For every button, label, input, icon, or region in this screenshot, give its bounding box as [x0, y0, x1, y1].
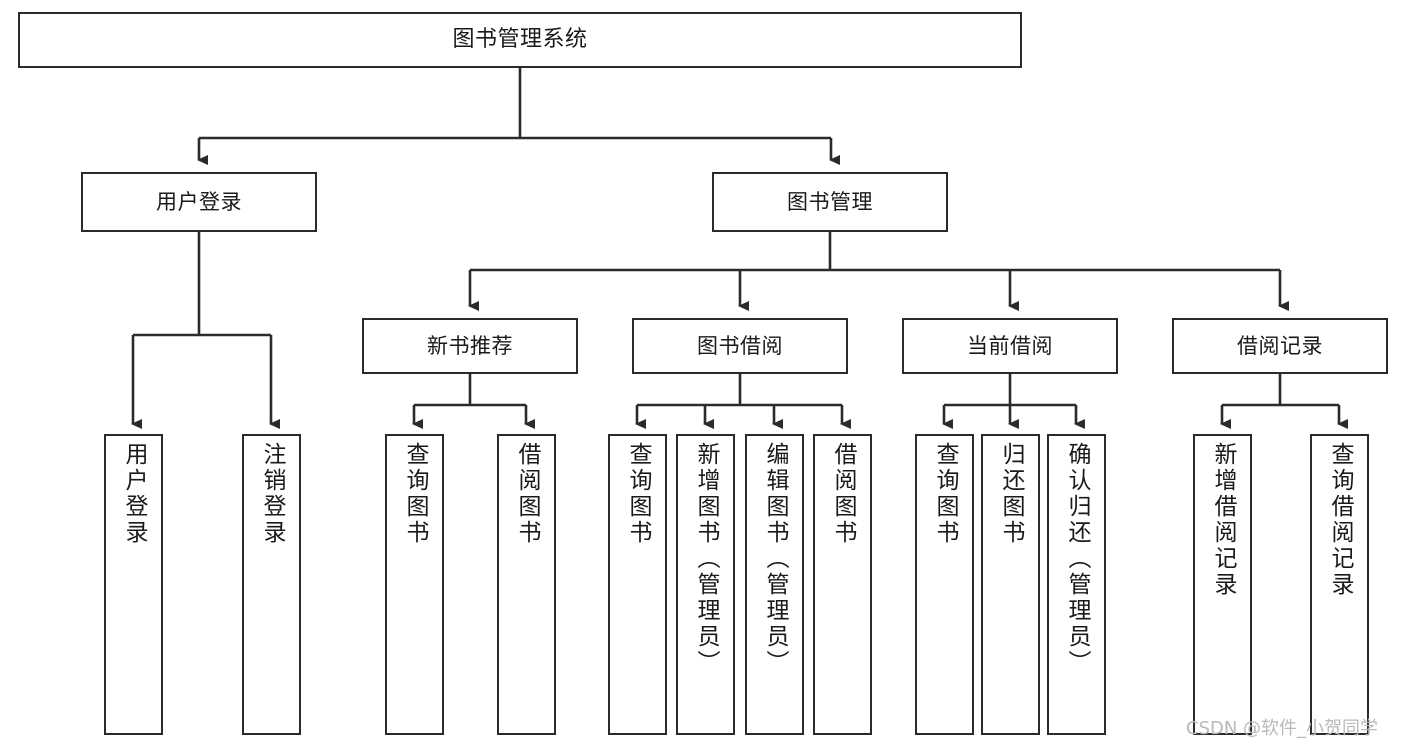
leaf-user-login[interactable]: 用户登录 — [104, 434, 163, 735]
leaf-confirm-return-admin[interactable]: 确认归还（管理员） — [1047, 434, 1106, 735]
node-label: 图书管理 — [787, 189, 873, 214]
node-book-borrow[interactable]: 图书借阅 — [632, 318, 848, 374]
node-label: 新书推荐 — [427, 333, 513, 358]
node-label: 新增借阅记录 — [1210, 442, 1236, 598]
node-user-login[interactable]: 用户登录 — [81, 172, 317, 232]
node-root-system[interactable]: 图书管理系统 — [18, 12, 1022, 68]
node-label: 查询图书 — [932, 442, 958, 546]
node-current-borrow[interactable]: 当前借阅 — [902, 318, 1118, 374]
node-new-book-recommendation[interactable]: 新书推荐 — [362, 318, 578, 374]
node-borrow-record[interactable]: 借阅记录 — [1172, 318, 1388, 374]
node-label: 查询图书 — [402, 442, 428, 546]
leaf-query-book-new[interactable]: 查询图书 — [385, 434, 444, 735]
node-label: 借阅图书 — [514, 442, 540, 546]
leaf-borrow-book[interactable]: 借阅图书 — [813, 434, 872, 735]
watermark: CSDN @软件_小贺同学 — [1186, 718, 1379, 739]
node-label: 确认归还（管理员） — [1064, 442, 1090, 676]
node-label: 图书管理系统 — [452, 27, 588, 53]
node-label: 查询图书 — [625, 442, 651, 546]
leaf-query-book-current[interactable]: 查询图书 — [915, 434, 974, 735]
node-label: 用户登录 — [121, 442, 147, 546]
node-label: 归还图书 — [998, 442, 1024, 546]
node-label: 图书借阅 — [697, 333, 783, 358]
node-label: 借阅记录 — [1237, 333, 1323, 358]
node-label: 借阅图书 — [830, 442, 856, 546]
leaf-return-book[interactable]: 归还图书 — [981, 434, 1040, 735]
node-label: 编辑图书（管理员） — [762, 442, 788, 676]
leaf-add-borrow-record[interactable]: 新增借阅记录 — [1193, 434, 1252, 735]
node-book-management[interactable]: 图书管理 — [712, 172, 948, 232]
leaf-edit-book-admin[interactable]: 编辑图书（管理员） — [745, 434, 804, 735]
node-label: 注销登录 — [259, 442, 285, 546]
node-label: 查询借阅记录 — [1327, 442, 1353, 598]
node-label: 当前借阅 — [967, 333, 1053, 358]
leaf-borrow-book-new[interactable]: 借阅图书 — [497, 434, 556, 735]
leaf-query-book[interactable]: 查询图书 — [608, 434, 667, 735]
leaf-logout[interactable]: 注销登录 — [242, 434, 301, 735]
leaf-query-borrow-record[interactable]: 查询借阅记录 — [1310, 434, 1369, 735]
node-label: 用户登录 — [156, 189, 242, 214]
node-label: 新增图书（管理员） — [693, 442, 719, 676]
leaf-add-book-admin[interactable]: 新增图书（管理员） — [676, 434, 735, 735]
